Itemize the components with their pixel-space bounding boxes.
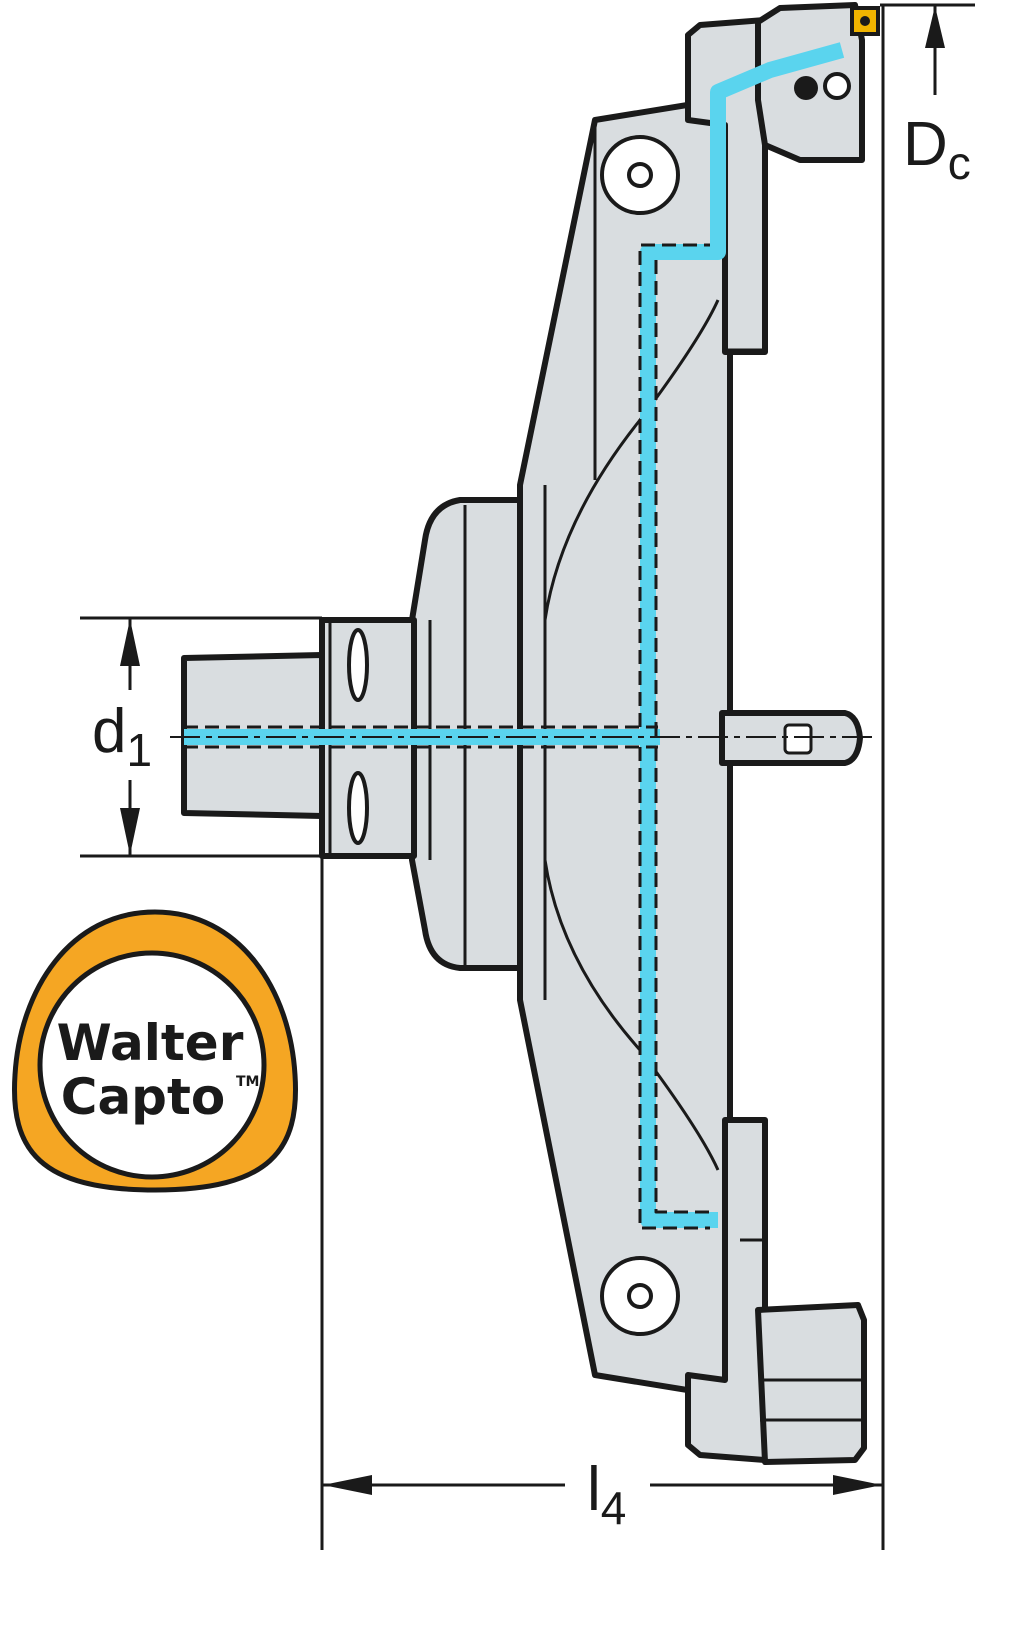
dim-label-dc: Dc bbox=[903, 110, 971, 189]
logo-trademark: TM bbox=[236, 1074, 259, 1090]
dim-label-d1-main: d bbox=[92, 697, 126, 766]
dim-label-l4: l4 bbox=[587, 1455, 626, 1534]
logo-line1: Walter bbox=[57, 1014, 244, 1072]
dimension-lines bbox=[80, 3, 975, 1550]
walter-capto-logo: Walter Capto TM bbox=[11, 909, 299, 1193]
dim-label-d1: d1 bbox=[92, 697, 152, 776]
dim-label-l4-sub: 4 bbox=[601, 1482, 627, 1534]
dim-label-d1-sub: 1 bbox=[126, 724, 152, 776]
screw-top bbox=[600, 135, 680, 215]
dim-label-l4-main: l bbox=[587, 1455, 601, 1524]
dim-label-dc-sub: c bbox=[948, 137, 971, 189]
logo-line2: Capto bbox=[61, 1068, 225, 1126]
screw-bottom bbox=[600, 1256, 680, 1336]
drive-slots bbox=[347, 628, 369, 845]
insert-top bbox=[794, 6, 880, 100]
dim-label-dc-main: D bbox=[903, 110, 948, 179]
pin-screw bbox=[783, 723, 813, 755]
tool-body bbox=[181, 2, 867, 1465]
